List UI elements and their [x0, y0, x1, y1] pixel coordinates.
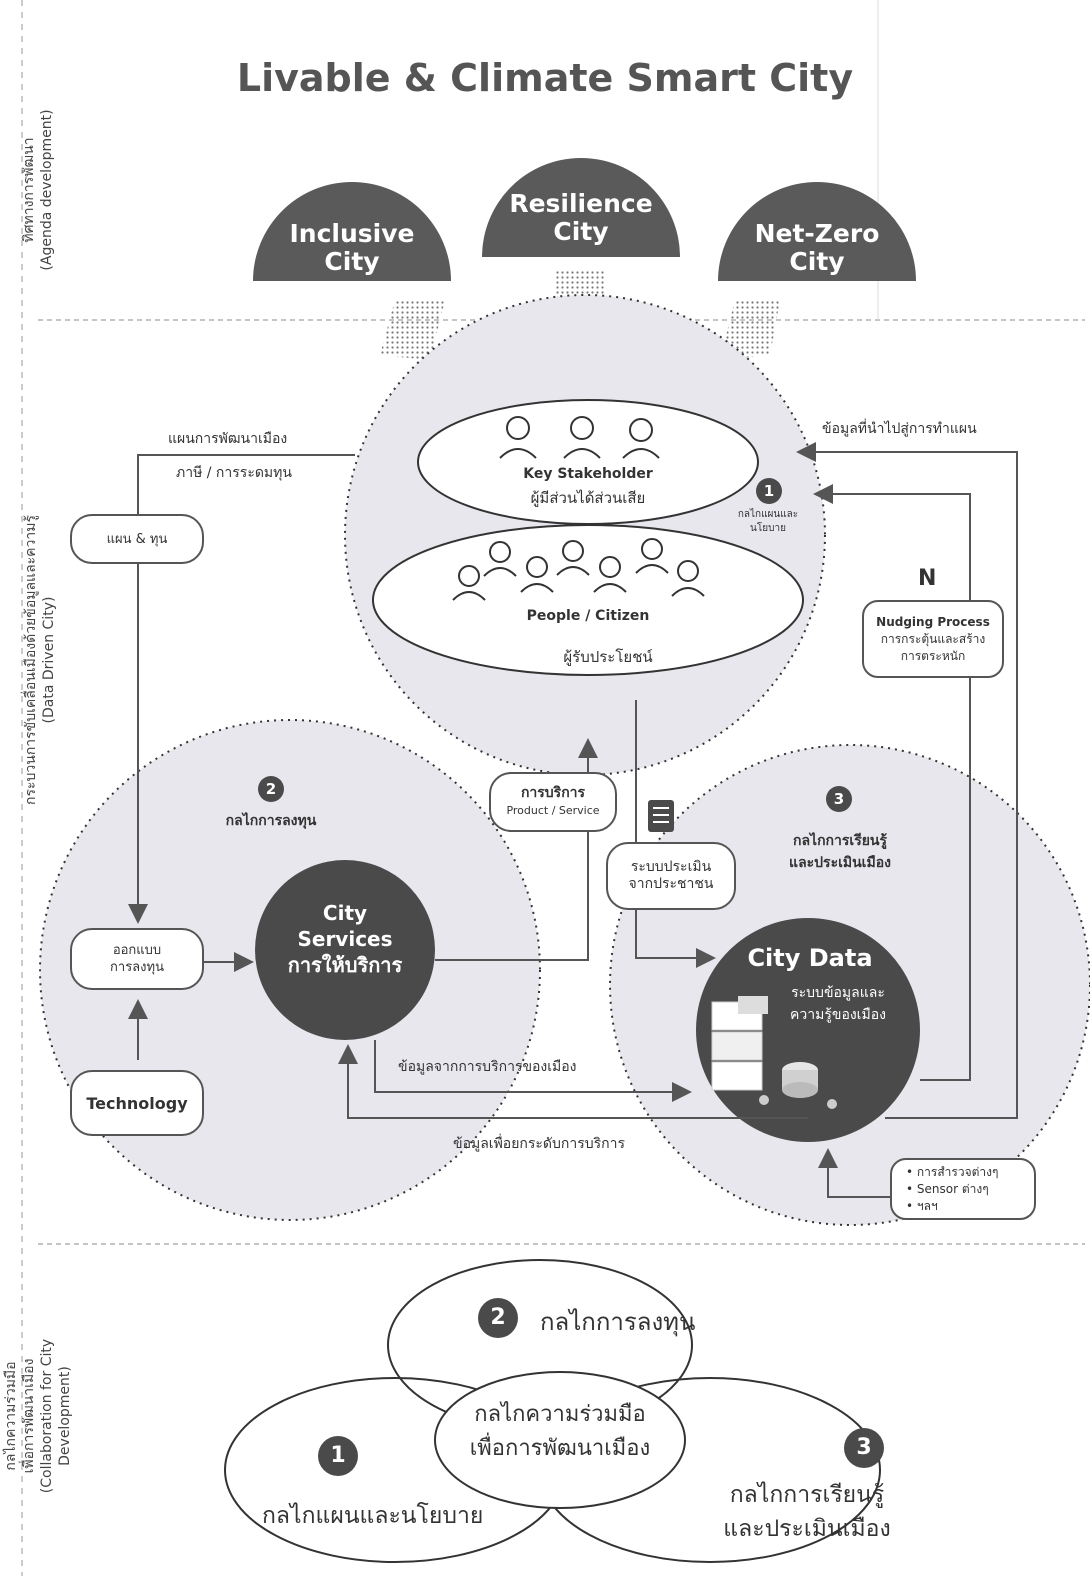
flow-label-service-data: ข้อมูลจากการบริการของเมือง: [398, 1059, 577, 1075]
service-box-thai: การบริการ: [520, 785, 586, 801]
side-label-collaboration: กลไกความร่วมมือ เพื่อการพัฒนาเมือง (Coll…: [3, 1338, 73, 1494]
dotted-arrow-right: [720, 300, 780, 360]
plan-fund-box: แผน & ทุน: [70, 514, 204, 564]
nudging-process-thai: การกระตุ้นและสร้าง การตระหนัก: [880, 631, 986, 663]
flow-label-data-to-plan: ข้อมูลที่นำไปสู่การทำแผน: [822, 421, 977, 437]
mechanism-1-number: 1: [756, 478, 782, 504]
flow-label-plan: แผนการพัฒนาเมือง: [168, 431, 288, 447]
stakeholder-people-icons: [499, 416, 660, 459]
city-services-label: City Services การให้บริการ: [287, 901, 403, 977]
key-stakeholder-label: Key Stakeholder: [523, 466, 653, 482]
city-services-circle: [255, 860, 435, 1040]
dotted-arrow-left: [380, 300, 445, 360]
invest-design-box: ออกแบบ การลงทุน: [70, 928, 204, 990]
venn-right-label: กลไกการเรียนรู้ และประเมินเมือง: [723, 1482, 891, 1542]
venn-center-label: กลไกความร่วมมือ เพื่อการพัฒนาเมือง: [469, 1402, 651, 1461]
server-icon: [711, 996, 837, 1109]
mechanism-2-label: กลไกการลงทุน: [225, 813, 317, 829]
flow-label-funding: ภาษี / การระดมทุน: [176, 465, 292, 481]
city-data-subtitle: ระบบข้อมูลและ ความรู้ของเมือง: [790, 985, 886, 1023]
nudging-letter: N: [918, 566, 937, 591]
people-ellipse: [372, 524, 804, 676]
mechanism-3-number: 3: [826, 786, 852, 812]
city-data-title: City Data: [747, 944, 873, 972]
people-citizen-label: People / Citizen: [526, 608, 650, 624]
venn-left-label: กลไกแผนและนโยบาย: [262, 1503, 484, 1529]
side-label-data-driven: กระบวนการขับเคลื่อนเมืองด้วยข้อมูลและควา…: [23, 515, 57, 806]
venn-left-number: 1: [318, 1436, 358, 1476]
flow-label-upgrade-data: ข้อมูลเพื่อยกระดับการบริการ: [453, 1136, 626, 1152]
key-stakeholder-thai: ผู้มีส่วนได้ส่วนเสีย: [530, 489, 646, 507]
venn-right-number: 3: [844, 1428, 884, 1468]
service-box: การบริการ Product / Service: [489, 772, 617, 832]
service-box-english: Product / Service: [506, 804, 600, 817]
mechanism-1-label: กลไกแผนและ นโยบาย: [737, 509, 799, 534]
side-label-agenda: ทิศทางการพัฒนา (Agenda development): [21, 109, 55, 271]
people-citizen-thai: ผู้รับประโยชน์: [563, 648, 653, 666]
citizen-evaluation-box: ระบบประเมิน จากประชาชน: [606, 842, 736, 910]
document-icon: [648, 800, 674, 832]
page-title: Livable & Climate Smart City: [236, 56, 854, 100]
dome-resilience-city: Resilience City: [482, 158, 680, 257]
venn-top-number: 2: [478, 1298, 518, 1338]
mechanism-3-label: กลไกการเรียนรู้ และประเมินเมือง: [789, 833, 891, 871]
nudging-process-title: Nudging Process: [876, 614, 990, 629]
venn-center: [434, 1371, 686, 1509]
technology-box: Technology: [70, 1070, 204, 1136]
citizen-people-icons: [452, 538, 705, 601]
nudging-process-box: Nudging Process การกระตุ้นและสร้าง การตร…: [862, 600, 1004, 678]
mechanism-2-number: 2: [258, 776, 284, 802]
data-sources-box: • การสำรวจต่างๆ • Sensor ต่างๆ • ฯลฯ: [890, 1158, 1036, 1220]
venn-top-label: กลไกการลงทุน: [540, 1308, 696, 1336]
